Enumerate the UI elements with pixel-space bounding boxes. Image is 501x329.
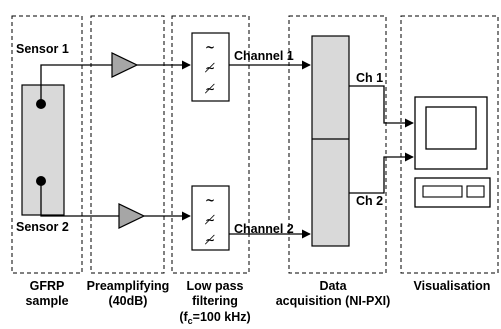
ch2-label: Ch 2 <box>356 194 383 208</box>
stage-caption-filter-line2: filtering <box>192 294 238 308</box>
low-pass-filter2-box <box>191 185 230 251</box>
amplifier2-icon <box>118 203 146 229</box>
filter1-stop-icon: ≁ <box>204 61 215 75</box>
stage-caption-sample-line1: GFRP <box>30 279 65 293</box>
stage-frame-filter <box>171 15 250 274</box>
daq-block <box>311 35 350 247</box>
stage-caption-daq-line1: Data <box>319 279 347 293</box>
filter2-pass-icon: ~ <box>205 193 215 207</box>
sensor1-label: Sensor 1 <box>16 42 69 56</box>
ch2-to-computer-arrow <box>349 152 414 194</box>
stage-caption-preamp-line2: (40dB) <box>109 294 148 308</box>
stage-caption-filter-line3: (fc=100 kHz) <box>179 310 250 326</box>
stage-frame-preamp <box>90 15 165 274</box>
stage-caption-daq-line2: acquisition (NI-PXI) <box>276 294 391 308</box>
filter2-stop-icon: ≁ <box>204 213 215 227</box>
drive-button-icon <box>466 185 485 198</box>
stage-frame-daq <box>288 15 387 274</box>
ch1-to-computer-arrow <box>349 85 414 128</box>
sensor2-label: Sensor 2 <box>16 220 69 234</box>
filter1-pass-icon: ~ <box>205 40 215 54</box>
stage-caption-sample-line2: sample <box>25 294 68 308</box>
stage-caption-filter-line1: Low pass <box>187 279 244 293</box>
computer-screen-icon <box>425 106 477 150</box>
channel2-label: Channel 2 <box>234 222 294 236</box>
channel1-label: Channel 1 <box>234 49 294 63</box>
cutoff-subscript: c <box>188 316 193 326</box>
stage-frame-sample <box>11 15 83 274</box>
ch1-label: Ch 1 <box>356 71 383 85</box>
filter1-stop2-icon: ≁ <box>204 82 215 96</box>
cutoff-value: =100 kHz) <box>193 310 251 324</box>
cutoff-prefix: (f <box>179 310 188 324</box>
stage-caption-visualisation: Visualisation <box>414 279 491 293</box>
stage-frame-visualisation <box>400 15 499 274</box>
filter2-stop2-icon: ≁ <box>204 233 215 247</box>
amplifier1-icon <box>111 52 139 78</box>
sensor2-wire <box>40 181 119 217</box>
stage-caption-preamp-line1: Preamplifying <box>87 279 170 293</box>
low-pass-filter1-box <box>191 32 230 102</box>
sensor1-wire <box>40 64 112 104</box>
disk-drive-icon <box>422 185 463 198</box>
